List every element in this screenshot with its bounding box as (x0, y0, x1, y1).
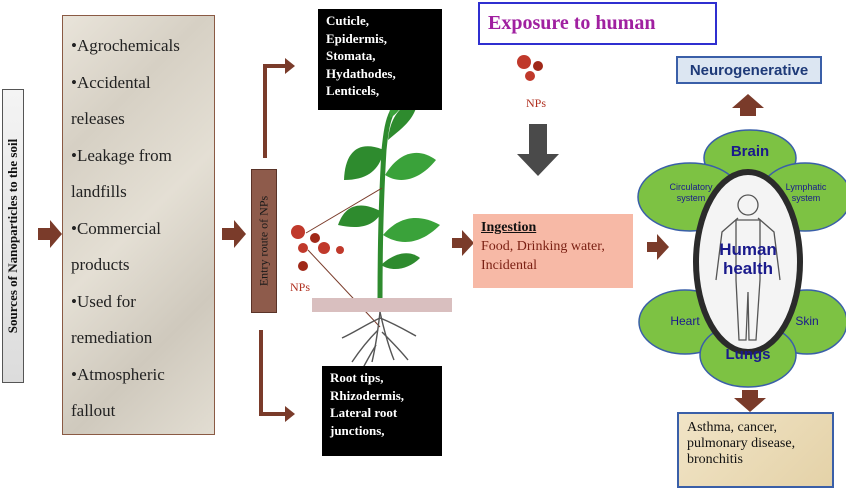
bracket-lower (259, 330, 295, 422)
organ-lungs: Lungs (725, 346, 771, 363)
effects-box: Asthma, cancer, pulmonary disease, bronc… (677, 412, 834, 488)
source-item: •Commercial products (71, 218, 161, 275)
lower-routes-box: Root tips, Rhizodermis, Lateral root jun… (322, 366, 442, 456)
source-item: •Atmospheric fallout (71, 364, 165, 421)
arrow-entry (222, 220, 246, 248)
sources-label-box: Sources of Nanoparticles to the soil (2, 89, 24, 383)
human-health-label: Human health (719, 240, 777, 278)
upper-routes-box: Cuticle, Epidermis, Stomata, Hydathodes,… (318, 9, 442, 110)
source-item: •Leakage from landfills (71, 145, 172, 202)
sources-label: Sources of Nanoparticles to the soil (5, 138, 20, 334)
exposure-title: Exposure to human (478, 2, 717, 45)
upper-route: Hydathodes, (326, 65, 396, 81)
organ-brain: Brain (730, 143, 770, 160)
upper-route: Epidermis, (326, 30, 388, 46)
upper-route: Lenticels, (326, 83, 380, 98)
np-cluster-plant (291, 225, 344, 271)
source-item: •Agrochemicals (71, 36, 180, 55)
arrow-neuro (732, 94, 764, 116)
np-label-plant: NPs (290, 280, 311, 294)
arrow-ingestion (452, 230, 474, 256)
ingestion-box: Ingestion Food, Drinking water, Incident… (473, 214, 633, 288)
arrow-human (647, 234, 669, 260)
soil-bar (312, 298, 452, 312)
neuro-box: Neurogenerative (676, 56, 822, 84)
organ-skin: Skin (795, 314, 819, 328)
human-health-diagram (637, 129, 846, 388)
organ-circulatory: Circulatory system (669, 182, 713, 203)
sources-box: •Agrochemicals •Accidental releases •Lea… (62, 15, 215, 435)
lower-route: Lateral root (330, 405, 398, 420)
arrow-exposure (517, 124, 559, 176)
plant-illustration (305, 84, 440, 328)
lower-route: Root tips, (330, 370, 384, 385)
bracket-upper (263, 58, 295, 158)
roots (341, 311, 417, 371)
ingestion-title: Ingestion (481, 220, 537, 235)
source-item: •Used for remediation (71, 291, 153, 348)
upper-route: Stomata, (326, 48, 376, 63)
lower-route: Rhizodermis, (330, 387, 405, 403)
lower-route: junctions, (330, 422, 385, 438)
source-item: •Accidental releases (71, 72, 151, 129)
upper-route: Cuticle, (326, 13, 369, 28)
arrow-sources (38, 220, 62, 248)
arrow-effects (734, 390, 766, 412)
np-cluster-exposure (517, 55, 543, 81)
entry-route-label: Entry route of NPs (256, 195, 271, 287)
organ-lymphatic: Lymphatic system (785, 182, 827, 203)
ingestion-text: Food, Drinking water, Incidental (481, 239, 605, 273)
np-label-exposure: NPs (526, 96, 547, 110)
organ-heart: Heart (670, 314, 700, 328)
entry-route-box: Entry route of NPs (251, 169, 277, 313)
